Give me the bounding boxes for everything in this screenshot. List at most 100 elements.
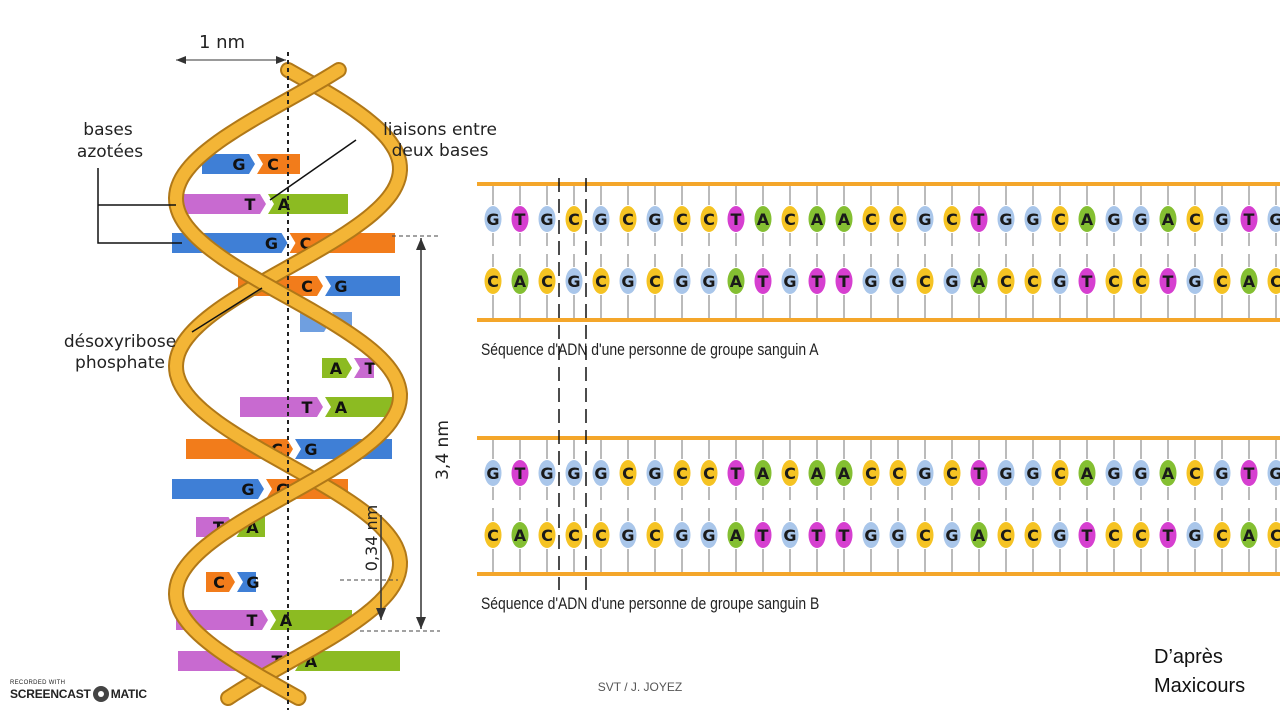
pair-left-half bbox=[172, 479, 264, 499]
base-letter: C bbox=[1054, 210, 1066, 229]
base-C bbox=[619, 206, 637, 232]
base-G bbox=[484, 460, 502, 486]
base-letter: C bbox=[622, 464, 634, 483]
base-letter: C bbox=[1270, 272, 1280, 291]
base-letter: G bbox=[918, 210, 931, 229]
base-letter: G bbox=[891, 272, 904, 291]
pitch-arrow-bottom-head bbox=[416, 617, 426, 629]
base-C bbox=[700, 206, 718, 232]
pair-right-letter: G bbox=[334, 277, 347, 296]
base-letter: C bbox=[622, 210, 634, 229]
base-letter: C bbox=[892, 210, 904, 229]
base-letter: C bbox=[595, 526, 607, 545]
base-T bbox=[835, 268, 853, 294]
base-letter: A bbox=[730, 526, 743, 545]
base-C bbox=[943, 460, 961, 486]
base-letter: G bbox=[621, 526, 634, 545]
base-G bbox=[862, 522, 880, 548]
base-T bbox=[1240, 460, 1258, 486]
base-letter: C bbox=[1054, 464, 1066, 483]
base-letter: C bbox=[865, 464, 877, 483]
base-C bbox=[1051, 206, 1069, 232]
base-letter: T bbox=[515, 210, 526, 229]
base-letter: T bbox=[515, 464, 526, 483]
base-C bbox=[781, 206, 799, 232]
base-letter: G bbox=[567, 272, 580, 291]
base-G bbox=[700, 522, 718, 548]
credit-line1: D’après bbox=[1154, 646, 1223, 668]
base-letter: T bbox=[1082, 272, 1093, 291]
width-label: 1 nm bbox=[199, 32, 245, 53]
base-letter: G bbox=[1269, 464, 1280, 483]
base-A bbox=[835, 206, 853, 232]
base-letter: T bbox=[812, 526, 823, 545]
base-C bbox=[916, 268, 934, 294]
base-letter: C bbox=[1189, 464, 1201, 483]
base-G bbox=[592, 460, 610, 486]
base-letter: C bbox=[649, 272, 661, 291]
backbone-pointer bbox=[191, 287, 263, 333]
base-letter: G bbox=[783, 526, 796, 545]
base-letter: G bbox=[540, 210, 553, 229]
base-G bbox=[1132, 206, 1150, 232]
base-letter: G bbox=[999, 210, 1012, 229]
pitch-label: 3,4 nm bbox=[433, 420, 453, 480]
base-A bbox=[511, 522, 529, 548]
base-T bbox=[511, 206, 529, 232]
mutation-markers bbox=[558, 178, 587, 590]
base-letter: C bbox=[676, 210, 688, 229]
base-A bbox=[808, 460, 826, 486]
base-G bbox=[538, 460, 556, 486]
base-letter: T bbox=[839, 526, 850, 545]
base-letter: G bbox=[621, 272, 634, 291]
base-T bbox=[1240, 206, 1258, 232]
base-G bbox=[1024, 206, 1042, 232]
base-C bbox=[889, 206, 907, 232]
base-letter: C bbox=[487, 272, 499, 291]
base-letter: A bbox=[1243, 526, 1256, 545]
base-letter: C bbox=[568, 526, 580, 545]
pair-left-half bbox=[206, 572, 235, 592]
pair-right-letter: G bbox=[304, 440, 317, 459]
base-letter: G bbox=[1026, 464, 1039, 483]
base-C bbox=[997, 268, 1015, 294]
base-G bbox=[862, 268, 880, 294]
base-letter: C bbox=[1216, 526, 1228, 545]
base-C bbox=[700, 460, 718, 486]
rise-arrow-head bbox=[376, 608, 386, 620]
base-letter: C bbox=[1000, 526, 1012, 545]
base-G bbox=[1213, 460, 1231, 486]
base-A bbox=[511, 268, 529, 294]
bonds-pointer bbox=[269, 139, 357, 201]
bases-label-line2: azotées bbox=[77, 142, 143, 162]
base-A bbox=[835, 460, 853, 486]
base-letter: G bbox=[1053, 526, 1066, 545]
base-letter: G bbox=[702, 272, 715, 291]
base-letter: A bbox=[973, 526, 986, 545]
base-letter: G bbox=[1134, 464, 1147, 483]
base-letter: T bbox=[731, 210, 742, 229]
base-C bbox=[1186, 460, 1204, 486]
base-G bbox=[646, 460, 664, 486]
base-letter: G bbox=[594, 210, 607, 229]
pair-right-letter: A bbox=[335, 398, 348, 417]
base-letter: C bbox=[1216, 272, 1228, 291]
base-letter: A bbox=[730, 272, 743, 291]
base-G bbox=[1132, 460, 1150, 486]
base-letter: T bbox=[974, 464, 985, 483]
base-letter: C bbox=[1108, 526, 1120, 545]
width-arrow-left-head bbox=[176, 56, 186, 64]
helix-labels: 1 nm bases azotées liaisons entre deux b… bbox=[64, 32, 497, 710]
base-letter: C bbox=[541, 272, 553, 291]
base-letter: A bbox=[838, 464, 851, 483]
base-C bbox=[1132, 522, 1150, 548]
base-C bbox=[619, 460, 637, 486]
base-C bbox=[1132, 268, 1150, 294]
base-letter: T bbox=[1244, 464, 1255, 483]
base-letter: G bbox=[540, 464, 553, 483]
base-T bbox=[970, 460, 988, 486]
base-letter: G bbox=[783, 272, 796, 291]
pair-left-letter: C bbox=[213, 573, 225, 592]
